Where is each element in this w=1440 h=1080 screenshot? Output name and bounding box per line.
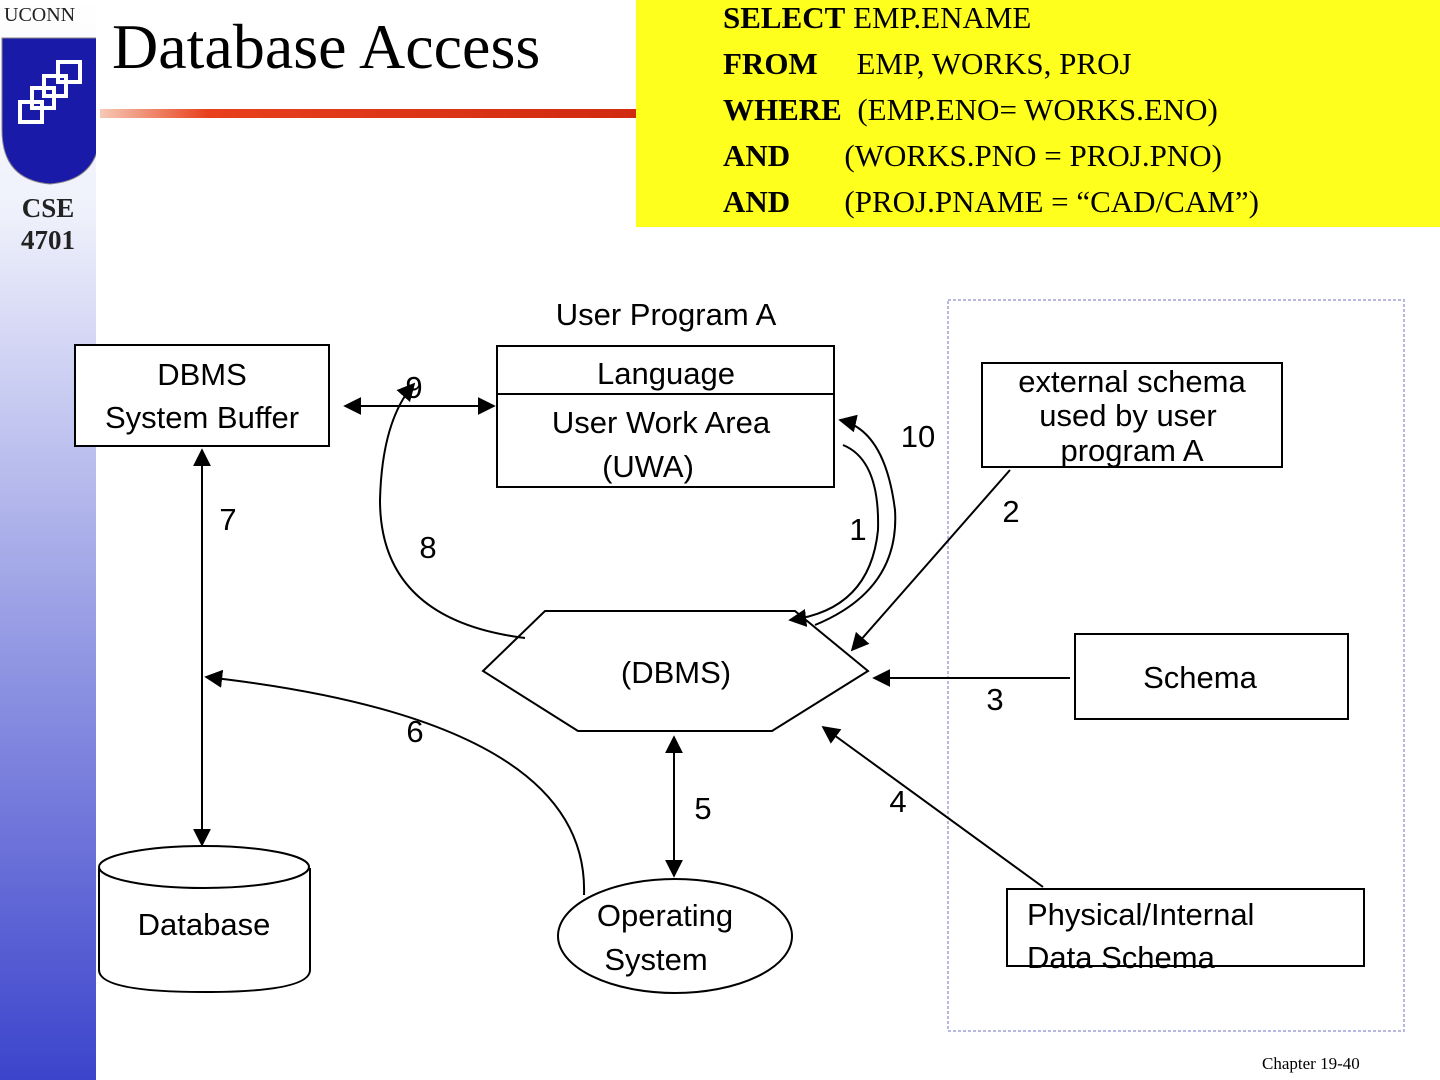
step-10: 10 [901,419,935,454]
schema-box: Schema [1074,633,1349,720]
database-cylinder: Database [98,845,311,994]
svg-text:(UWA): (UWA) [602,449,694,484]
step-4: 4 [889,784,906,819]
step-9: 9 [405,370,422,405]
dbms-hexagon: (DBMS) [481,610,870,732]
svg-text:Schema: Schema [1143,660,1257,695]
svg-text:external schema: external schema [1018,364,1246,399]
step-8: 8 [419,530,436,565]
step-3: 3 [986,682,1003,717]
sql-query-box: SELECT EMP.ENAME FROM EMP, WORKS, PROJ W… [636,0,1440,227]
svg-text:System Buffer: System Buffer [105,400,299,435]
arrow-8 [378,382,526,639]
svg-text:Data Schema: Data Schema [1027,940,1216,975]
arrow-4 [821,725,1044,888]
step-5: 5 [694,791,711,826]
schema-region [947,299,1405,1032]
sql-line: FROM EMP, WORKS, PROJ [723,46,1132,81]
title-underline [100,109,640,118]
slide-footer: Chapter 19-40 [1262,1054,1360,1073]
svg-text:DBMS: DBMS [157,357,247,392]
svg-text:Operating: Operating [597,898,733,933]
sql-line: AND (WORKS.PNO = PROJ.PNO) [723,138,1222,173]
system-buffer-box: DBMS System Buffer [74,344,330,447]
step-6: 6 [406,714,423,749]
arrow-6 [204,669,586,896]
sidebar: UCONN CSE 4701 [0,0,96,1080]
course-number: 4701 [21,225,75,255]
course-prefix: CSE [21,193,75,223]
step-7: 7 [219,502,236,537]
sql-line: WHERE (EMP.ENO= WORKS.ENO) [723,92,1218,127]
arrow-2 [850,469,1011,652]
uwa-box: Language User Work Area (UWA) [496,345,835,488]
svg-text:User Work Area: User Work Area [552,405,771,440]
step-1: 1 [849,512,866,547]
operating-system-ellipse: Operating System [557,878,793,994]
svg-text:(DBMS): (DBMS) [621,655,731,690]
course-code: CSE 4701 [0,192,96,256]
uconn-wordmark: UCONN [4,4,76,26]
svg-text:Physical/Internal: Physical/Internal [1027,897,1254,932]
svg-text:System: System [604,942,707,977]
svg-text:Language: Language [597,356,735,391]
arrow-1 [788,444,880,627]
physical-schema-box: Physical/Internal Data Schema [1006,888,1365,975]
arrows [193,382,1070,896]
arrow-10 [814,414,897,626]
user-program-label: User Program A [556,297,777,332]
step-2: 2 [1002,494,1019,529]
cse-logo [1,37,96,185]
step-labels: 1 2 3 4 5 6 7 8 9 10 [219,370,1019,826]
sql-line: AND (PROJ.PNAME = “CAD/CAM”) [723,184,1259,219]
svg-text:Database: Database [138,907,271,942]
external-schema-box: external schema used by user program A [981,362,1283,468]
sql-line: SELECT EMP.ENAME [723,0,1032,35]
svg-text:program A: program A [1060,433,1203,468]
svg-text:used by user: used by user [1039,398,1217,433]
slide-title: Database Access [112,11,541,82]
